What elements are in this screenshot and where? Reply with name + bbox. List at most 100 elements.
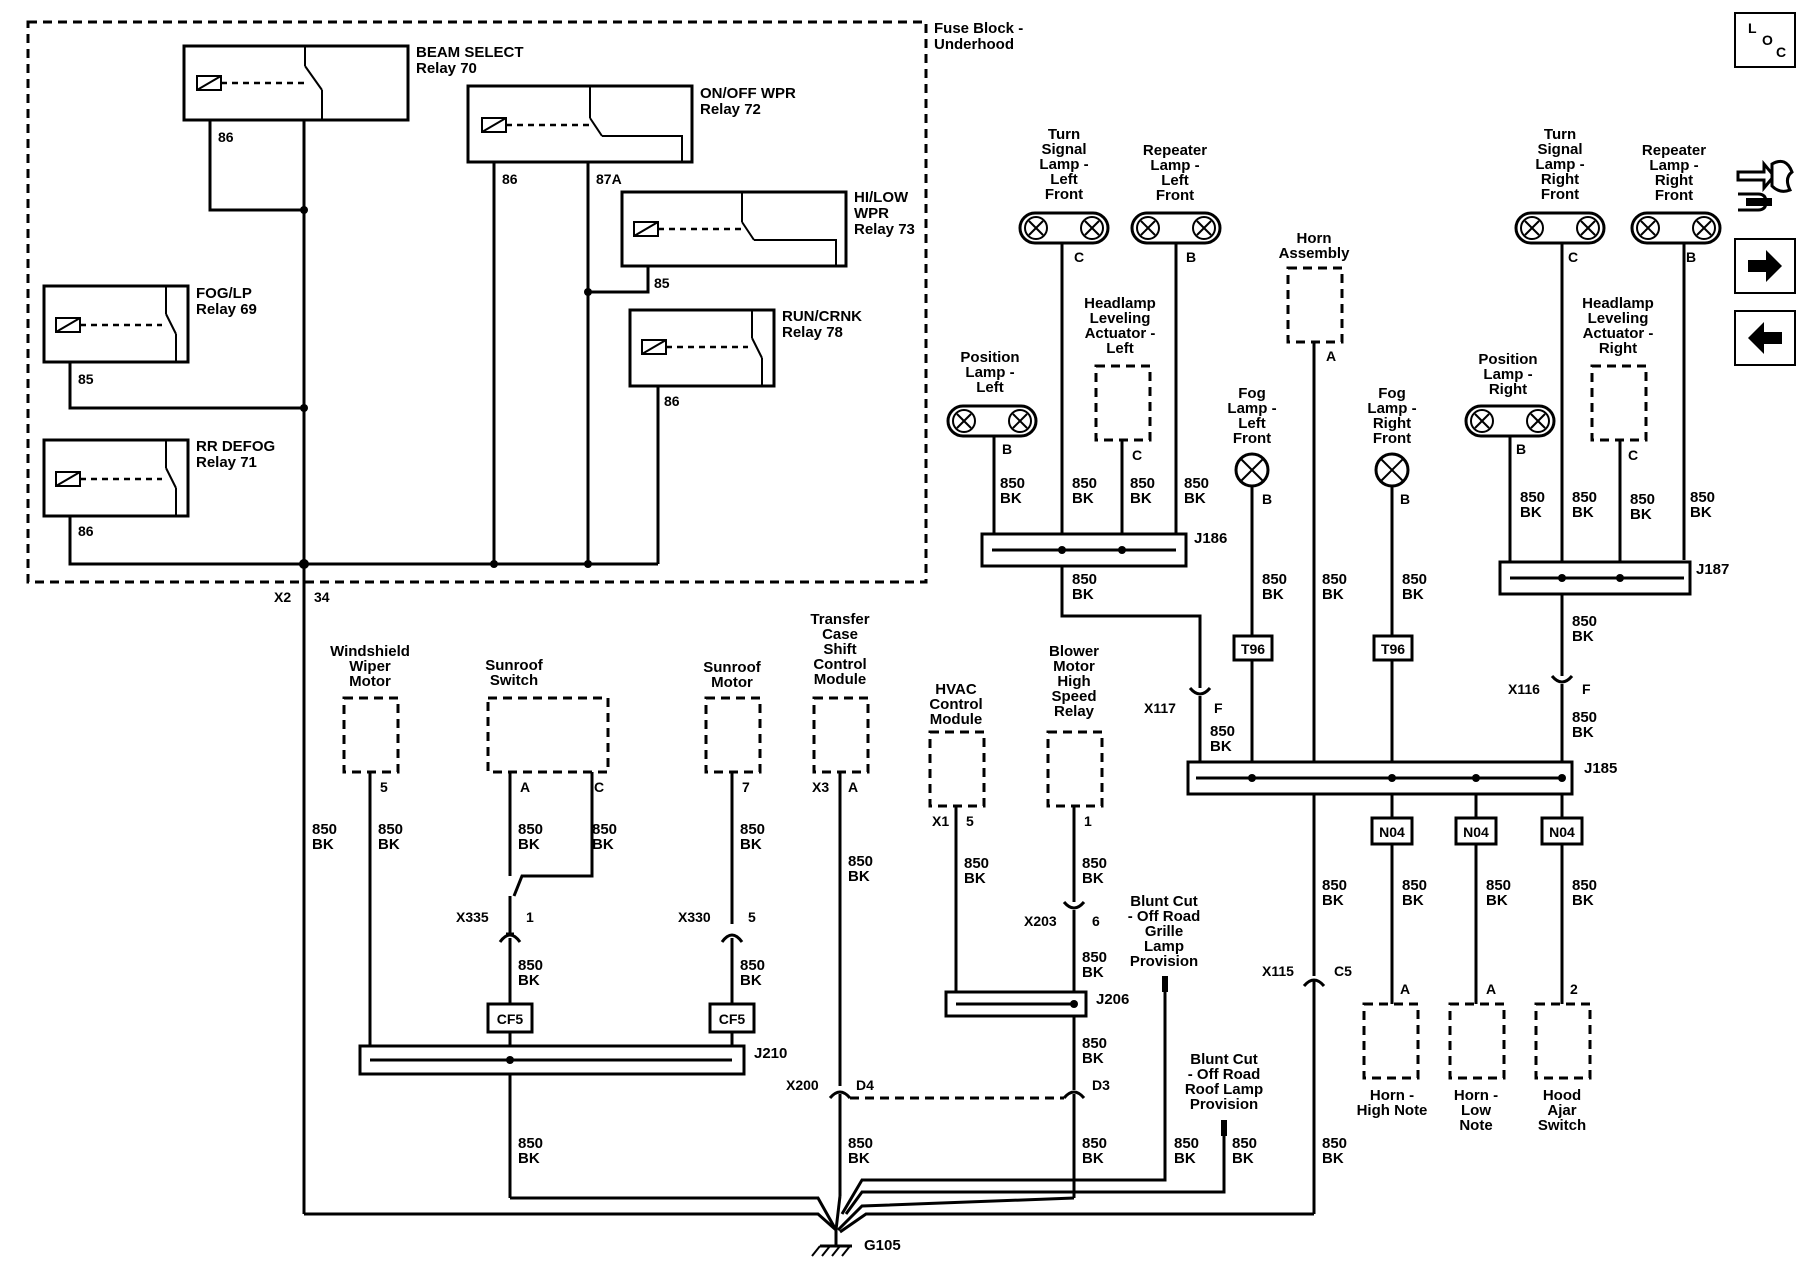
svg-text:2: 2 xyxy=(1570,981,1578,997)
svg-text:X200: X200 xyxy=(786,1077,819,1093)
tag-t96-right xyxy=(1372,634,1414,662)
svg-text:BK: BK xyxy=(1072,586,1094,603)
connector-x203: X203 6 xyxy=(1024,900,1100,1004)
blunt-cut-roof-lamp: Blunt Cut - Off Road Roof Lamp Provision xyxy=(844,1051,1263,1215)
tag-t96-left xyxy=(1232,634,1274,662)
svg-text:BK: BK xyxy=(1082,1050,1104,1067)
svg-text:BK: BK xyxy=(1130,490,1152,507)
arrow-left-icon xyxy=(1748,322,1782,354)
blower-motor-relay: Blower Motor High Speed Relay 1 xyxy=(1046,643,1104,902)
svg-text:850: 850 xyxy=(1072,475,1097,492)
svg-text:5: 5 xyxy=(380,779,388,795)
relay-run-crnk: RUN/CRNK Relay 78 86 xyxy=(628,308,862,409)
svg-text:850: 850 xyxy=(1082,1135,1107,1152)
svg-text:ON/OFF WPR: ON/OFF WPR xyxy=(700,85,796,102)
connector-x115: X115 C5 xyxy=(1262,963,1352,1214)
svg-text:Sunroof: Sunroof xyxy=(703,659,761,676)
svg-text:BK: BK xyxy=(1000,490,1022,507)
svg-text:6: 6 xyxy=(1092,913,1100,929)
svg-text:Switch: Switch xyxy=(490,672,538,689)
svg-text:Note: Note xyxy=(1459,1117,1492,1134)
svg-text:Position: Position xyxy=(960,349,1019,366)
svg-text:T96: T96 xyxy=(1241,641,1265,657)
svg-text:850: 850 xyxy=(1232,1135,1257,1152)
svg-text:- Off Road: - Off Road xyxy=(1188,1066,1261,1083)
svg-text:Actuator -: Actuator - xyxy=(1583,325,1654,342)
svg-text:Relay 70: Relay 70 xyxy=(416,60,477,77)
svg-text:N04: N04 xyxy=(1463,824,1489,840)
svg-text:CF5: CF5 xyxy=(719,1011,746,1027)
svg-text:Shift: Shift xyxy=(823,641,856,658)
svg-text:BK: BK xyxy=(1572,504,1594,521)
hvac-control-module: HVAC Control Module X1 5 xyxy=(928,681,986,1002)
svg-text:850: 850 xyxy=(1262,571,1287,588)
previous-page-button[interactable] xyxy=(1734,310,1796,366)
svg-text:X3: X3 xyxy=(812,779,829,795)
svg-text:BK: BK xyxy=(1232,1150,1254,1167)
svg-text:B: B xyxy=(1002,441,1012,457)
svg-text:Windshield: Windshield xyxy=(330,643,410,660)
svg-text:BK: BK xyxy=(1072,490,1094,507)
hood-ajar-switch: 2 Hood Ajar Switch xyxy=(1534,981,1592,1134)
svg-text:850: 850 xyxy=(1520,489,1545,506)
turn-signal-lamp-right: Turn Signal Lamp - Right Front C xyxy=(1514,126,1606,265)
svg-text:Relay 78: Relay 78 xyxy=(782,324,843,341)
svg-text:Relay 73: Relay 73 xyxy=(854,221,915,238)
svg-text:BK: BK xyxy=(1572,892,1594,909)
ground-harness xyxy=(304,1195,1314,1246)
svg-text:G105: G105 xyxy=(864,1237,901,1254)
svg-text:X115: X115 xyxy=(1262,963,1294,979)
svg-text:Motor: Motor xyxy=(711,674,753,691)
svg-text:86: 86 xyxy=(502,171,518,187)
svg-text:85: 85 xyxy=(78,371,94,387)
svg-text:Fog: Fog xyxy=(1238,385,1266,402)
svg-text:Relay 71: Relay 71 xyxy=(196,454,257,471)
svg-text:850: 850 xyxy=(1082,855,1107,872)
svg-text:Front: Front xyxy=(1373,430,1411,447)
horn-drops: N04 N04 N04 xyxy=(1370,794,1584,1004)
svg-text:HI/LOW: HI/LOW xyxy=(854,189,909,206)
svg-text:BK: BK xyxy=(1572,628,1594,645)
svg-text:Module: Module xyxy=(814,671,867,688)
splice-j185: J185 xyxy=(1186,760,1617,796)
svg-text:Right: Right xyxy=(1655,172,1693,189)
svg-text:A: A xyxy=(848,779,858,795)
svg-text:B: B xyxy=(1686,249,1696,265)
svg-text:850: 850 xyxy=(740,821,765,838)
svg-text:850: 850 xyxy=(1690,489,1715,506)
svg-text:BK: BK xyxy=(1322,586,1344,603)
svg-text:Position: Position xyxy=(1478,351,1537,368)
svg-text:Provision: Provision xyxy=(1190,1096,1258,1113)
svg-text:850: 850 xyxy=(1322,1135,1347,1152)
next-page-button[interactable] xyxy=(1734,238,1796,294)
svg-text:85: 85 xyxy=(654,275,670,291)
svg-text:C: C xyxy=(1568,249,1578,265)
svg-text:C: C xyxy=(1074,249,1084,265)
splice-j206: J206 xyxy=(944,990,1129,1090)
svg-text:BK: BK xyxy=(1322,892,1344,909)
svg-text:Left: Left xyxy=(1161,172,1189,189)
svg-text:86: 86 xyxy=(664,393,680,409)
svg-text:B: B xyxy=(1186,249,1196,265)
svg-text:BK: BK xyxy=(1520,504,1542,521)
svg-text:Right: Right xyxy=(1373,415,1411,432)
svg-text:BK: BK xyxy=(378,836,400,853)
svg-text:X335: X335 xyxy=(456,909,489,925)
svg-text:850: 850 xyxy=(1572,489,1597,506)
connector-view-icon[interactable] xyxy=(1732,150,1798,220)
svg-text:850: 850 xyxy=(1572,709,1597,726)
svg-text:850: 850 xyxy=(1630,491,1655,508)
lamp-wires: J186 T96 T96 J187 xyxy=(980,243,1729,976)
sunroof-motor: Sunroof Motor 7 xyxy=(703,659,762,924)
horn-high-note: A Horn - High Note xyxy=(1357,981,1428,1119)
svg-text:Case: Case xyxy=(822,626,858,643)
loc-button[interactable]: L O C xyxy=(1734,12,1796,68)
relay-rr-defog: RR DEFOG Relay 71 86 xyxy=(42,438,275,539)
svg-text:BK: BK xyxy=(592,836,614,853)
svg-text:Turn: Turn xyxy=(1048,126,1080,143)
svg-text:Left: Left xyxy=(1050,171,1078,188)
svg-text:Low: Low xyxy=(1461,1102,1491,1119)
svg-text:Transfer: Transfer xyxy=(810,611,869,628)
svg-text:Headlamp: Headlamp xyxy=(1084,295,1156,312)
